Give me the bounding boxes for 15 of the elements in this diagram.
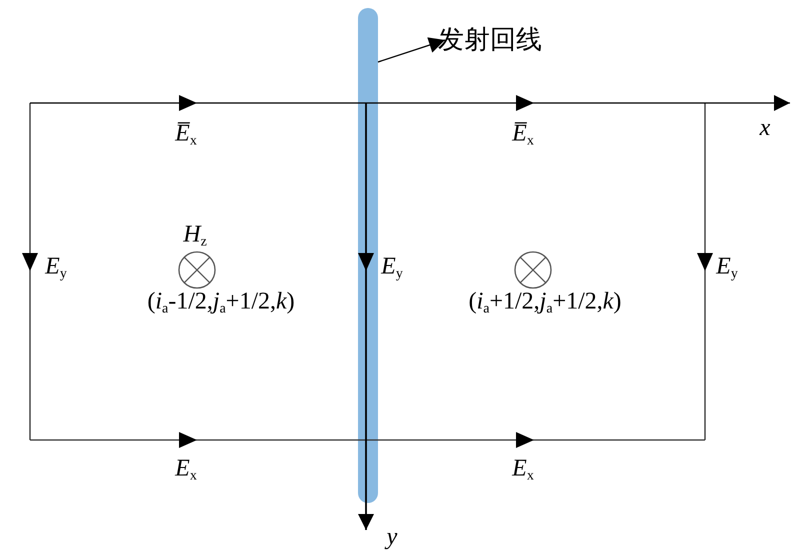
field-label: E$_{y}$ xyxy=(45,254,67,282)
field-label: E̅$_{x}$ xyxy=(175,122,197,148)
field-label: E$_{x}$ xyxy=(512,456,534,484)
axis-label: x xyxy=(760,116,770,140)
field-label: E̅$_{x}$ xyxy=(512,122,534,148)
field-label: E$_{x}$ xyxy=(175,456,197,484)
field-label: E$_{y}$ xyxy=(381,254,403,282)
field-label: E$_{y}$ xyxy=(716,254,738,282)
axis-label: y xyxy=(386,525,398,549)
transmitter-loop-bar xyxy=(358,8,378,503)
leader-line xyxy=(378,37,446,63)
callout-text: 发射回线 xyxy=(438,27,542,53)
field-label: (i$_{a}$-1/2,j$_{a}$+1/2,k) xyxy=(147,290,295,316)
field-label: (i$_{a}$+1/2,j$_{a}$+1/2,k) xyxy=(468,290,622,316)
field-label: H$_{z}$ xyxy=(183,222,207,250)
